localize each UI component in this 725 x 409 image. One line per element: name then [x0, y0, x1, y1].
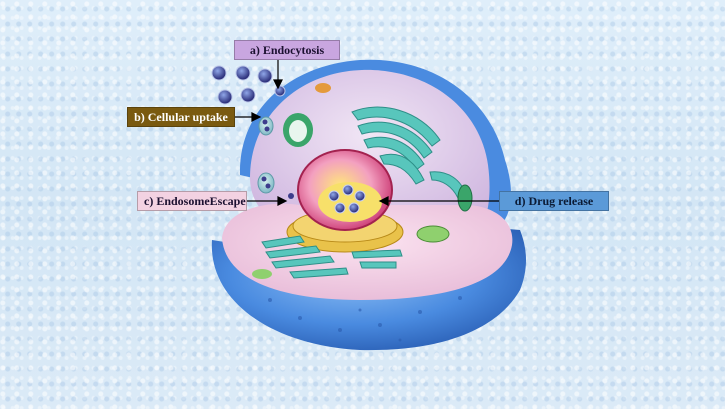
endoplasmic-reticulum-lower: [261, 235, 403, 279]
mitochondrion: [457, 184, 473, 212]
label-drug-release: d) Drug release: [499, 191, 609, 211]
lysosome: [315, 83, 331, 93]
label-cellular-uptake: b) Cellular uptake: [127, 107, 235, 127]
label-endocytosis: a) Endocytosis: [234, 40, 340, 60]
mitochondrion-floor-2: [252, 269, 272, 279]
pointer-arrows: [235, 58, 499, 206]
nuclear-nanoparticles: [328, 184, 366, 214]
mitochondrion-floor: [416, 225, 450, 243]
label-endosome-escape: c) EndosomeEscape: [137, 191, 247, 211]
shell-texture: [268, 296, 462, 342]
endoplasmic-reticulum-upper: [351, 106, 467, 199]
endosome-vesicles: [257, 116, 294, 199]
extracellular-nanoparticles: [211, 65, 286, 105]
